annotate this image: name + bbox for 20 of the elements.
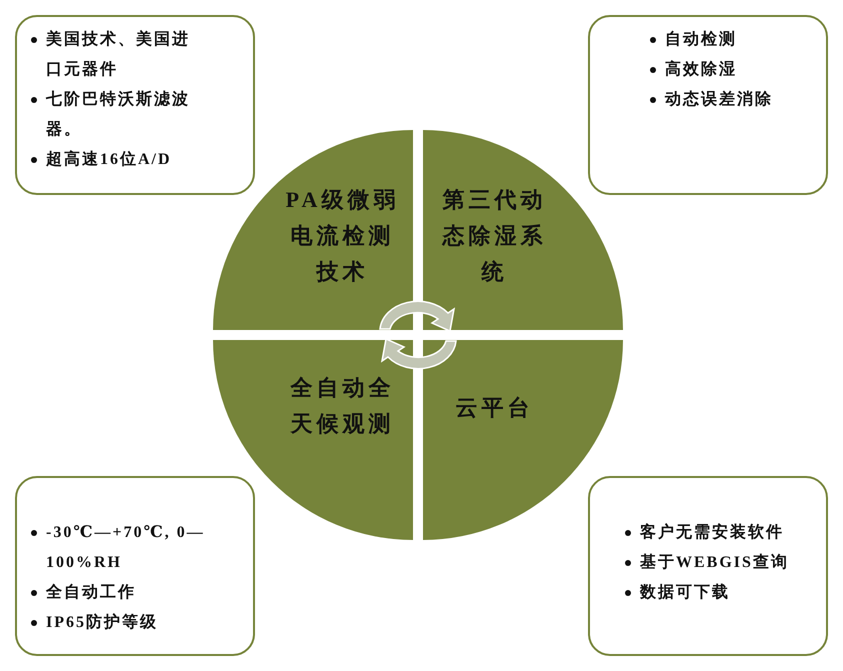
quadrant-title: 云平台 <box>454 394 534 422</box>
quadrant-title: PA级微弱电流检测技术 <box>285 186 400 286</box>
bullet-card <box>15 476 255 656</box>
bullet-card <box>588 476 828 656</box>
bullet-item: 数据可下载 <box>640 582 730 603</box>
bullet-item: 动态误差消除 <box>665 89 773 110</box>
bullet-card <box>588 15 828 195</box>
bullet-item: 超高速16位A/D <box>46 149 172 170</box>
bullet-item: 七阶巴特沃斯滤波器。 <box>46 90 191 140</box>
quadrant-title: 全自动全天候观测 <box>289 374 396 438</box>
bullet-card <box>15 15 255 195</box>
bullet-item: 美国技术、美国进口元器件 <box>46 29 191 80</box>
bullet-item: 客户无需安装软件 <box>640 522 784 543</box>
bullet-item: -30℃—+70℃, 0—100%RH <box>46 523 206 573</box>
bullet-item: 基于WEBGIS查询 <box>640 552 789 573</box>
bullet-item: 自动检测 <box>665 30 737 50</box>
bullet-item: IP65防护等级 <box>46 612 158 633</box>
bullet-item: 高效除湿 <box>665 59 737 80</box>
bullet-item: 全自动工作 <box>46 582 136 603</box>
quadrant-title: 第三代动态除湿系统 <box>440 186 548 286</box>
